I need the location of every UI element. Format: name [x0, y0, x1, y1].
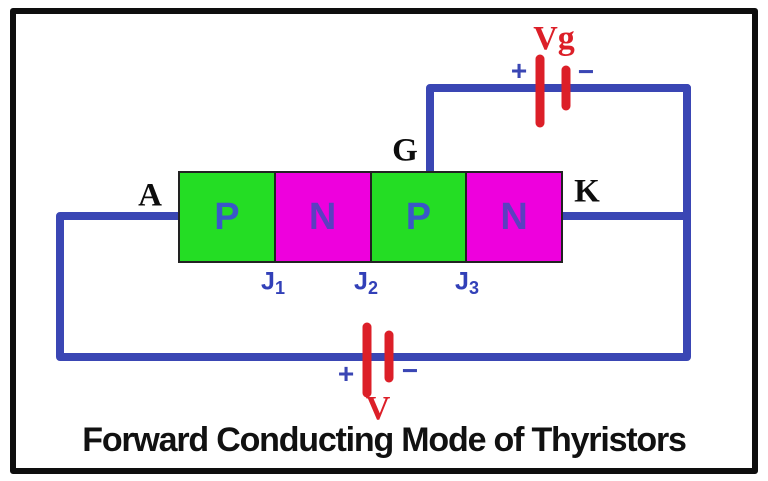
p-region-1: P [180, 173, 274, 261]
n-region-2: N [465, 173, 561, 261]
anode-terminal-label: A [138, 177, 162, 214]
j3-base: J [455, 267, 469, 296]
diagram-border-frame [10, 8, 758, 474]
j1-sub: 1 [274, 277, 285, 298]
v-plus-sign: + [337, 358, 355, 389]
j1-base: J [261, 267, 275, 296]
p-region-2: P [369, 173, 466, 261]
gate-wire [426, 84, 691, 175]
n-region-1-label: N [308, 195, 337, 238]
j3-sub: 3 [468, 277, 479, 298]
n-region-1: N [273, 173, 370, 261]
junction-label-j1: J1 [261, 269, 285, 297]
j2-base: J [354, 267, 368, 296]
p-region-2-label: P [405, 195, 432, 238]
thyristor-pnpn-block: P N P N [178, 171, 563, 263]
cathode-terminal-label: K [574, 173, 600, 210]
anode-loop-wire [56, 84, 691, 361]
junction-label-j3: J3 [455, 269, 479, 297]
vg-plus-sign: + [510, 55, 528, 86]
p-region-1-label: P [214, 195, 240, 238]
v-battery-label: V [365, 390, 391, 427]
n-region-2-label: N [500, 195, 528, 238]
diagram-title: Forward Conducting Mode of Thyristors [82, 421, 687, 459]
vg-battery-label: Vg [533, 20, 575, 57]
j2-sub: 2 [367, 277, 378, 298]
vg-minus-sign: − [577, 56, 595, 87]
v-minus-sign: − [401, 355, 419, 386]
junction-label-j2: J2 [354, 269, 378, 297]
gate-terminal-label: G [392, 132, 418, 169]
